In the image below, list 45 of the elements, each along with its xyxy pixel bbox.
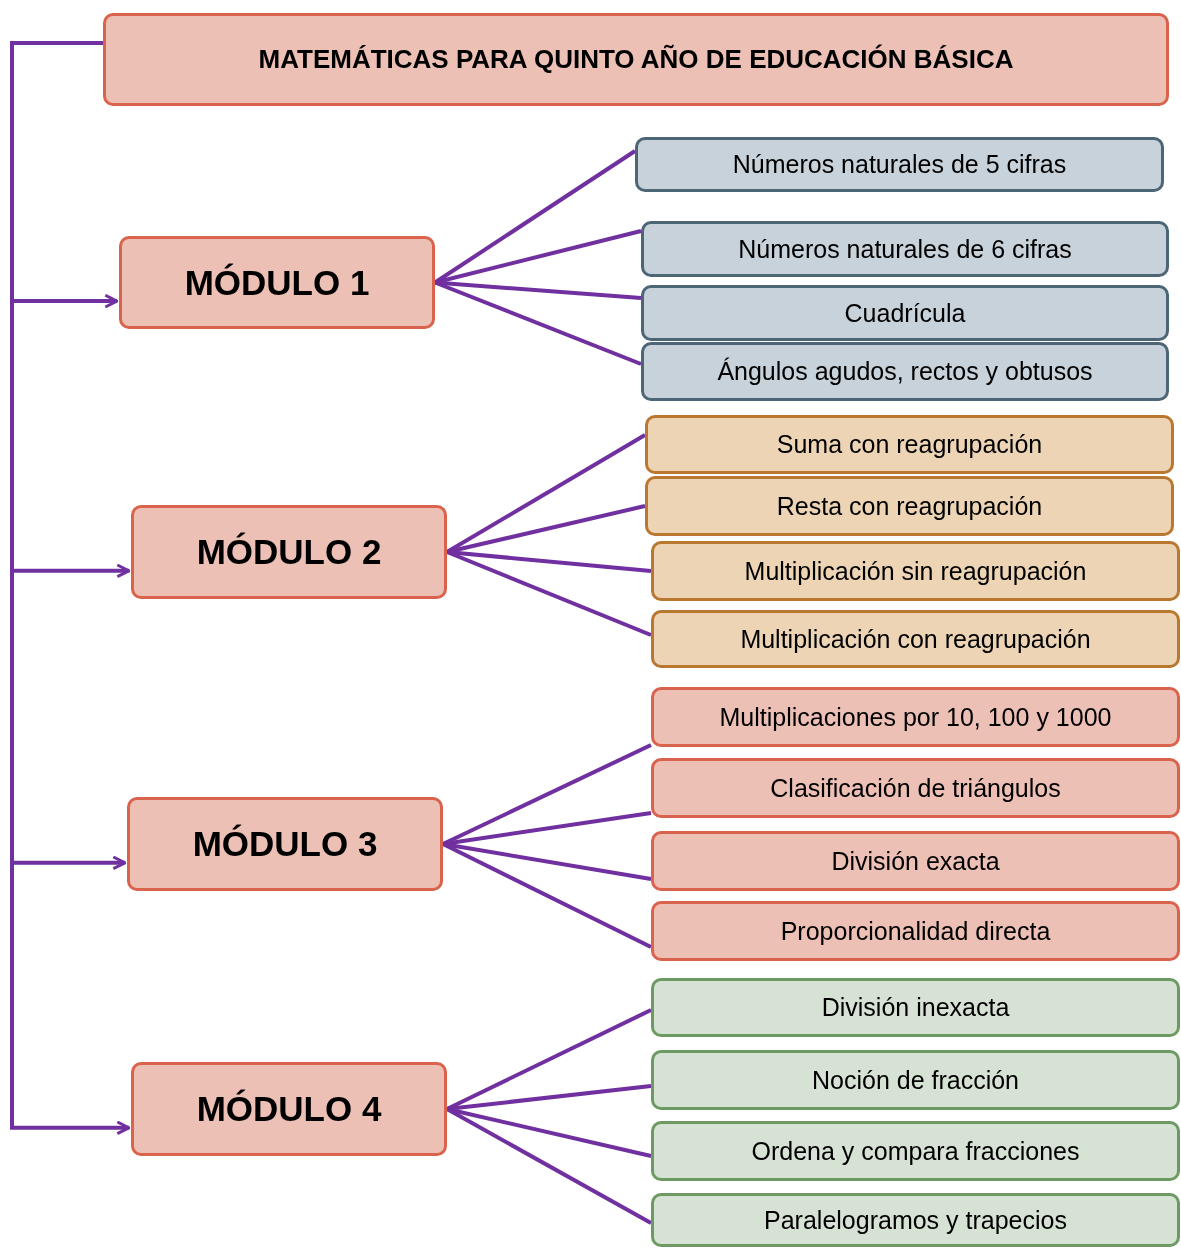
topic-box xyxy=(651,610,1180,668)
module-box xyxy=(127,797,443,891)
topic-box xyxy=(651,1050,1180,1110)
topic-box xyxy=(651,1121,1180,1181)
topic-box xyxy=(651,978,1180,1037)
topic-box xyxy=(645,415,1174,474)
topic-box xyxy=(645,476,1174,536)
module-label: MÓDULO 2 xyxy=(196,532,382,572)
topic-box xyxy=(641,285,1169,341)
topic-label: Números naturales de 6 cifras xyxy=(738,234,1072,264)
title-box xyxy=(103,13,1169,106)
topic-label: Multiplicación sin reagrupación xyxy=(744,556,1087,586)
topic-label: Ángulos agudos, rectos y obtusos xyxy=(717,357,1093,386)
topic-label: División exacta xyxy=(831,846,1000,876)
topic-label: Proporcionalidad directa xyxy=(780,916,1051,946)
topic-label: Multiplicación con reagrupación xyxy=(740,624,1091,654)
connector-line xyxy=(442,842,652,881)
topic-label: División inexacta xyxy=(821,993,1010,1022)
connector-line xyxy=(446,550,652,573)
topic-box xyxy=(651,831,1180,891)
module-label: MÓDULO 3 xyxy=(192,824,378,864)
topic-label: Resta con reagrupación xyxy=(776,491,1043,521)
topic-box xyxy=(651,758,1180,818)
topic-box xyxy=(651,687,1180,747)
module-label: MÓDULO 1 xyxy=(184,262,370,303)
topic-label: Multiplicaciones por 10, 100 y 1000 xyxy=(719,702,1112,732)
topic-box xyxy=(641,221,1169,277)
topic-label: Paralelogramos y trapecios xyxy=(764,1205,1067,1235)
topic-box xyxy=(651,541,1180,601)
topic-label: Números naturales de 5 cifras xyxy=(732,150,1067,179)
module-box xyxy=(119,236,435,329)
topic-box xyxy=(641,342,1169,401)
topic-label: Noción de fracción xyxy=(811,1065,1020,1095)
topic-box xyxy=(651,901,1180,961)
topic-label: Cuadrícula xyxy=(844,298,966,328)
arrow xyxy=(10,41,131,1136)
module-box xyxy=(131,1062,447,1156)
topic-label: Suma con reagrupación xyxy=(776,430,1043,459)
module-label: MÓDULO 4 xyxy=(196,1089,382,1129)
topic-label: Clasificación de triángulos xyxy=(770,773,1061,803)
topic-box xyxy=(651,1193,1180,1247)
module-box xyxy=(131,505,447,599)
topic-box xyxy=(635,137,1164,192)
topic-label: Ordena y compara fracciones xyxy=(751,1136,1080,1166)
title-text: MATEMÁTICAS PARA QUINTO AÑO DE EDUCACIÓN BÁSICA xyxy=(258,44,1014,75)
